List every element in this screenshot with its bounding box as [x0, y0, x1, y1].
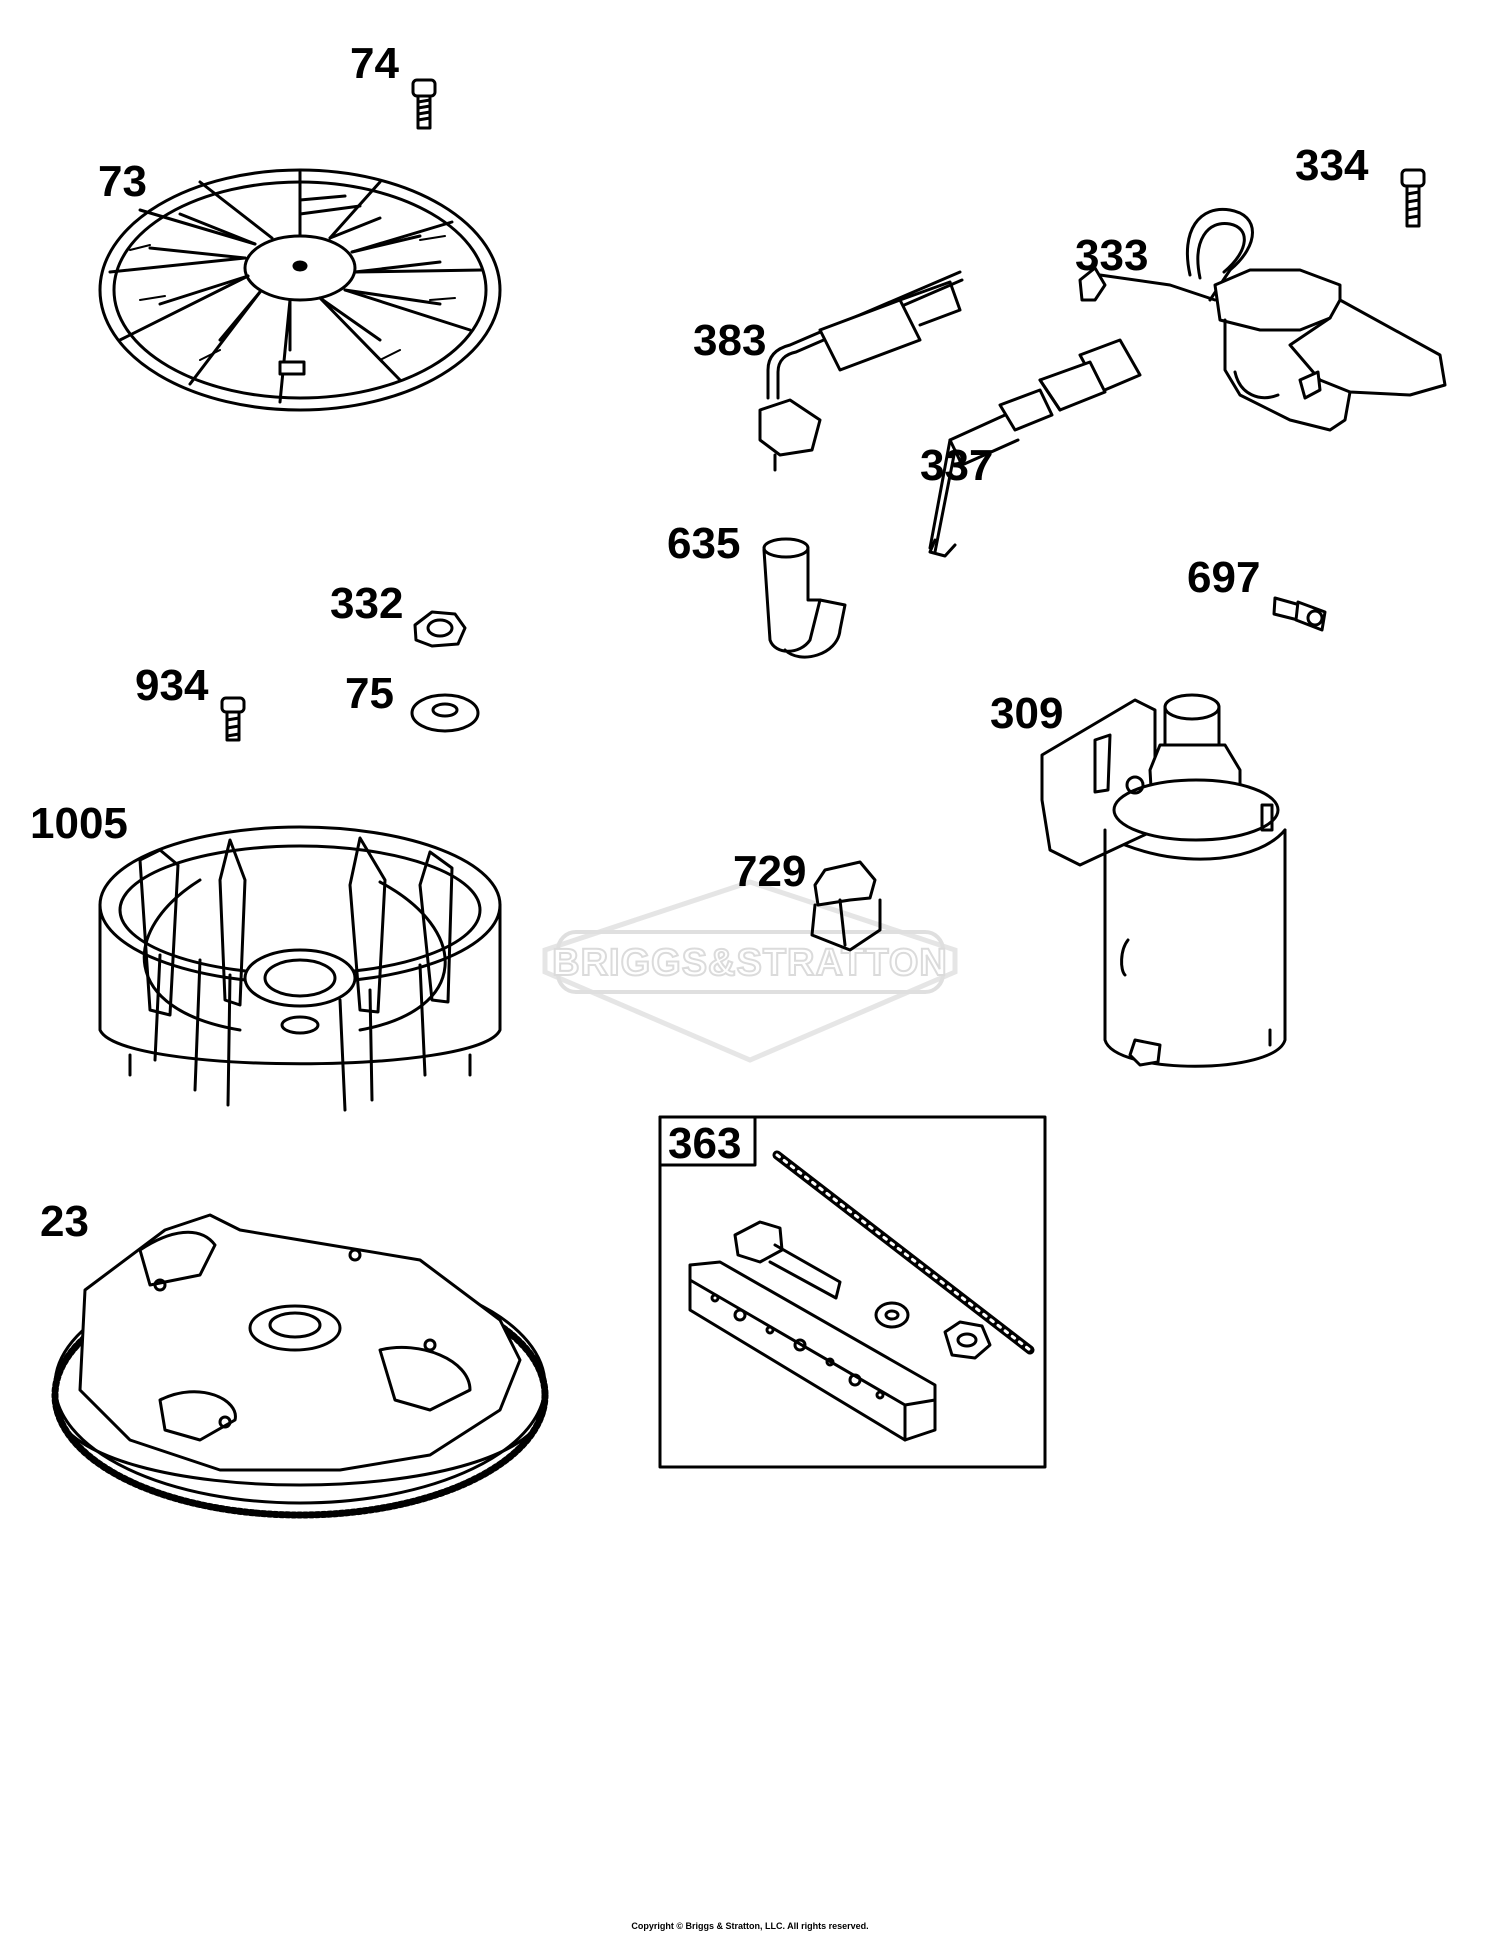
- flywheel-fan-icon: [98, 825, 502, 1112]
- starter-motor-icon: [1040, 693, 1287, 1068]
- label-333: 333: [1075, 231, 1148, 280]
- label-363: 363: [668, 1119, 741, 1168]
- bolt-934-icon: [220, 696, 246, 742]
- label-23: 23: [40, 1197, 89, 1246]
- label-309: 309: [990, 689, 1063, 738]
- label-729: 729: [733, 847, 806, 896]
- screw-697-icon: [1272, 596, 1327, 632]
- wire-clip-icon: [810, 860, 882, 952]
- kit-363-box: [658, 1115, 1047, 1469]
- ignition-armature-icon: [1078, 207, 1447, 432]
- label-334: 334: [1295, 141, 1369, 190]
- copyright-notice: Copyright © Briggs & Stratton, LLC. All …: [631, 1921, 869, 1931]
- washer-icon: [410, 693, 480, 733]
- label-383: 383: [693, 316, 766, 365]
- part-labels: 74 73 334 333 383 337 635 697 332 934 75…: [30, 39, 1369, 1246]
- bolt-74-icon: [411, 78, 437, 130]
- label-73: 73: [98, 157, 147, 206]
- label-74: 74: [350, 39, 399, 88]
- spark-plug-boot-icon: [762, 537, 847, 659]
- spark-plug-icon: [928, 338, 1142, 558]
- label-332: 332: [330, 579, 403, 628]
- wiring-harness-icon: [758, 270, 964, 472]
- bracket-kit-icon: [688, 1150, 1035, 1442]
- flywheel-ring-gear-icon: [51, 1213, 549, 1519]
- label-934: 934: [135, 661, 209, 710]
- label-75: 75: [345, 669, 394, 718]
- label-337: 337: [920, 441, 993, 490]
- rotating-screen-icon: [98, 168, 502, 412]
- label-1005: 1005: [30, 799, 128, 848]
- brand-watermark: BRIGGS&STRATTON: [542, 879, 958, 1063]
- watermark-text: BRIGGS&STRATTON: [552, 942, 948, 984]
- bolt-334-icon: [1400, 168, 1426, 228]
- label-635: 635: [667, 519, 740, 568]
- label-697: 697: [1187, 553, 1260, 602]
- hex-nut-icon: [413, 610, 467, 648]
